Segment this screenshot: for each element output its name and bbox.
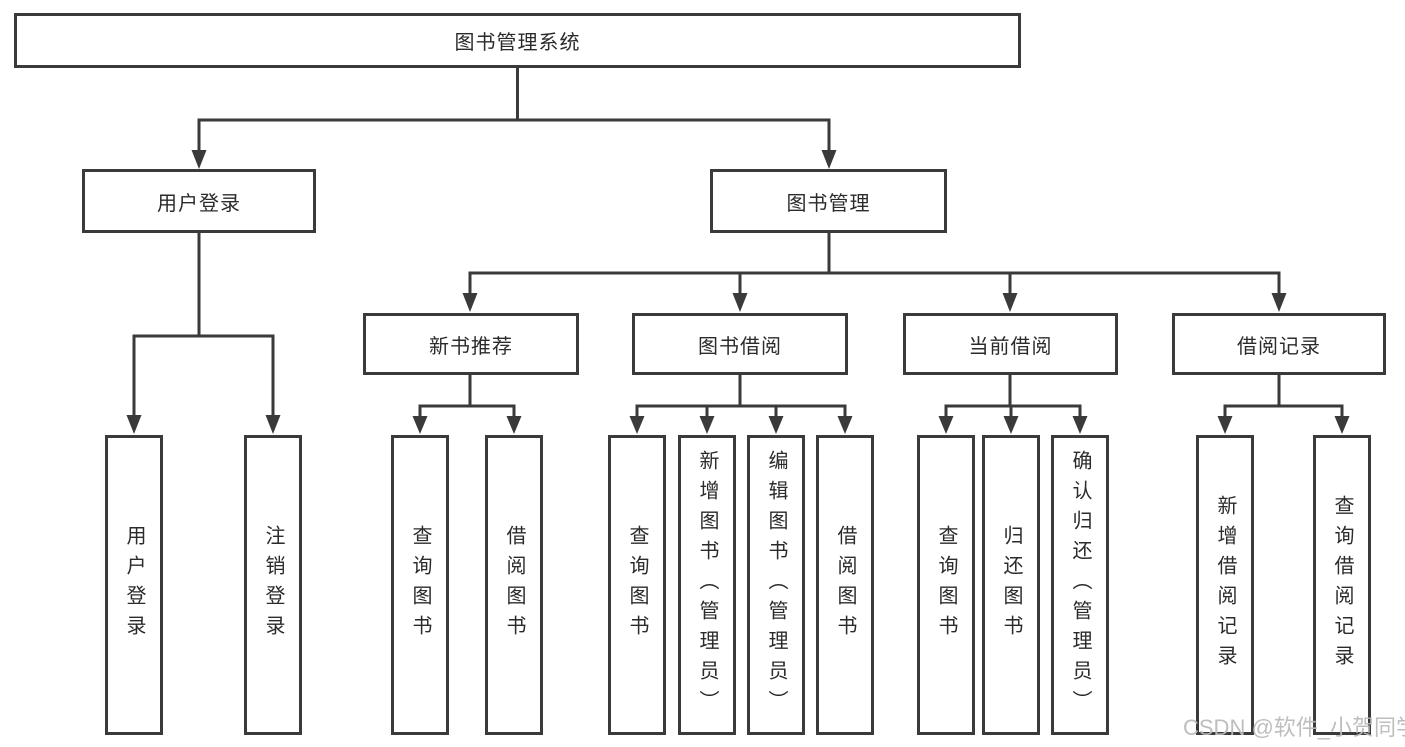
leaf-confirm-return-admin: 确认归还（管理员） xyxy=(1051,435,1109,735)
node-root-system: 图书管理系统 xyxy=(14,13,1021,68)
leaf-user-login: 用户登录 xyxy=(105,435,163,735)
leaf-query-borrow-record: 查询借阅记录 xyxy=(1313,435,1371,735)
node-label: 图书管理 xyxy=(786,192,871,215)
leaf-borrow-books: 借阅图书 xyxy=(816,435,874,735)
node-label: 新增图书（管理员） xyxy=(696,450,718,720)
leaf-query-books-borrow: 查询图书 xyxy=(608,435,666,735)
node-book-borrow: 图书借阅 xyxy=(632,313,848,375)
node-label: 用户登录 xyxy=(123,525,145,645)
node-label: 图书管理系统 xyxy=(454,32,581,54)
leaf-borrow-books-recommend: 借阅图书 xyxy=(485,435,543,735)
leaf-return-books: 归还图书 xyxy=(982,435,1040,735)
node-label: 查询图书 xyxy=(409,525,431,645)
leaf-add-books-admin: 新增图书（管理员） xyxy=(678,435,736,735)
node-label: 借阅图书 xyxy=(503,525,525,645)
node-label: 图书借阅 xyxy=(698,335,782,358)
node-label: 借阅图书 xyxy=(834,525,856,645)
node-label: 新书推荐 xyxy=(429,335,513,358)
csdn-watermark: CSDN @软件_小贺同学 xyxy=(1183,715,1405,740)
node-book-management-branch: 图书管理 xyxy=(710,169,947,233)
node-label: 归还图书 xyxy=(1000,525,1022,645)
node-label: 查询图书 xyxy=(935,525,957,645)
node-label: 注销登录 xyxy=(262,525,284,645)
node-label: 编辑图书（管理员） xyxy=(765,450,787,720)
leaf-edit-books-admin: 编辑图书（管理员） xyxy=(747,435,805,735)
leaf-query-books-current: 查询图书 xyxy=(917,435,975,735)
node-label: 用户登录 xyxy=(157,192,241,215)
node-label: 确认归还（管理员） xyxy=(1069,450,1091,720)
node-borrow-records: 借阅记录 xyxy=(1172,313,1386,375)
leaf-query-books-recommend: 查询图书 xyxy=(391,435,449,735)
node-user-login-branch: 用户登录 xyxy=(82,169,316,233)
node-label: 借阅记录 xyxy=(1237,335,1321,358)
node-label: 新增借阅记录 xyxy=(1214,495,1236,675)
node-current-borrow: 当前借阅 xyxy=(903,313,1118,375)
leaf-add-borrow-record: 新增借阅记录 xyxy=(1196,435,1254,735)
node-label: 当前借阅 xyxy=(968,335,1053,358)
node-label: 查询图书 xyxy=(626,525,648,645)
node-label: 查询借阅记录 xyxy=(1331,495,1353,675)
leaf-logout: 注销登录 xyxy=(244,435,302,735)
node-new-book-recommend: 新书推荐 xyxy=(363,313,579,375)
